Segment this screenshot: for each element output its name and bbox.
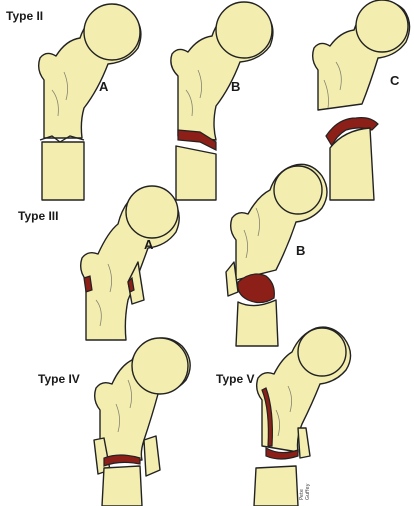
femur-type-iii-b — [226, 164, 327, 346]
label-type-iii: Type III — [18, 210, 58, 222]
label-type-ii-a: A — [99, 80, 108, 93]
label-type-iv: Type IV — [38, 373, 80, 385]
label-type-ii: Type II — [6, 10, 43, 22]
femur-type-iii-a — [81, 186, 180, 340]
femur-type-v — [254, 327, 351, 506]
label-type-ii-b: B — [231, 80, 240, 93]
femur-type-iv — [94, 338, 190, 506]
femur-type-ii-b — [171, 2, 273, 200]
label-type-ii-c: C — [390, 74, 399, 87]
femur-type-ii-a — [39, 4, 141, 200]
label-type-v: Type V — [216, 373, 254, 385]
label-type-iii-a: A — [144, 238, 153, 251]
femur-type-ii-c — [313, 0, 410, 200]
label-type-iii-b: B — [296, 244, 305, 257]
artist-signature: Pete Guffey — [300, 483, 311, 500]
